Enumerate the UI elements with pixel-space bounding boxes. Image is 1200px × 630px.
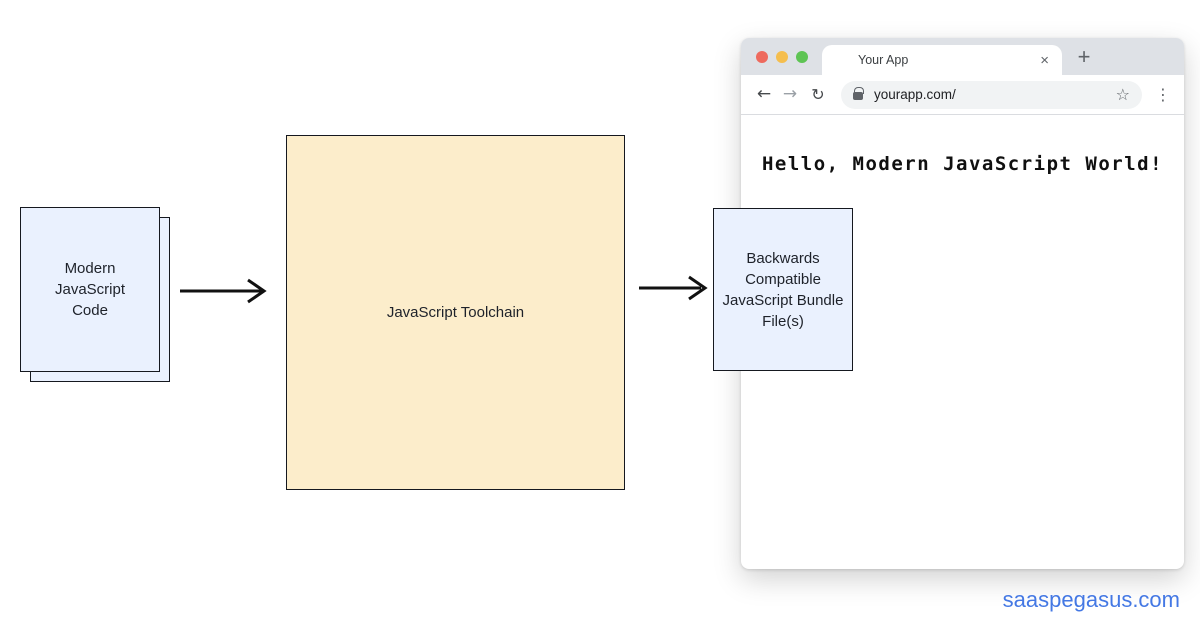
output-bundle-label: Backwards Compatible JavaScript Bundle F… xyxy=(722,249,844,330)
back-icon[interactable]: ← xyxy=(756,84,772,104)
tab-close-icon[interactable]: × xyxy=(1040,51,1049,69)
reload-icon[interactable]: ↻ xyxy=(811,84,825,104)
browser-menu-icon[interactable]: ⋮ xyxy=(1155,85,1171,104)
minimize-window-icon[interactable] xyxy=(776,51,788,63)
page-greeting-text: Hello, Modern JavaScript World! xyxy=(761,153,1164,175)
arrow-toolchain-to-output-icon xyxy=(639,275,708,301)
maximize-window-icon[interactable] xyxy=(796,51,808,63)
browser-tab[interactable]: Your App × xyxy=(822,45,1062,75)
url-text[interactable]: yourapp.com/ xyxy=(874,87,956,102)
browser-toolbar: ← → ↻ yourapp.com/ ☆ ⋮ xyxy=(741,75,1184,115)
bookmark-star-icon[interactable]: ☆ xyxy=(1115,84,1130,104)
source-code-box: Modern JavaScript Code xyxy=(20,207,160,372)
address-bar[interactable]: yourapp.com/ ☆ xyxy=(841,80,1142,109)
output-bundle-box: Backwards Compatible JavaScript Bundle F… xyxy=(713,208,853,371)
watermark-link[interactable]: saaspegasus.com xyxy=(1002,587,1180,612)
close-window-icon[interactable] xyxy=(756,51,768,63)
browser-tab-strip: Your App × + xyxy=(741,38,1184,75)
tab-title: Your App xyxy=(858,53,909,67)
browser-viewport: Hello, Modern JavaScript World! xyxy=(741,115,1184,175)
new-tab-button[interactable]: + xyxy=(1077,44,1091,69)
lock-icon xyxy=(853,87,864,100)
source-code-label: Modern JavaScript Code xyxy=(54,260,126,319)
toolchain-label: JavaScript Toolchain xyxy=(386,304,525,321)
window-controls xyxy=(756,51,808,63)
forward-icon[interactable]: → xyxy=(782,84,798,104)
toolchain-box: JavaScript Toolchain xyxy=(286,135,625,490)
arrow-source-to-toolchain-icon xyxy=(180,278,267,304)
browser-window: Your App × + ← → ↻ yourapp.com/ ☆ ⋮ Hell… xyxy=(741,38,1184,569)
